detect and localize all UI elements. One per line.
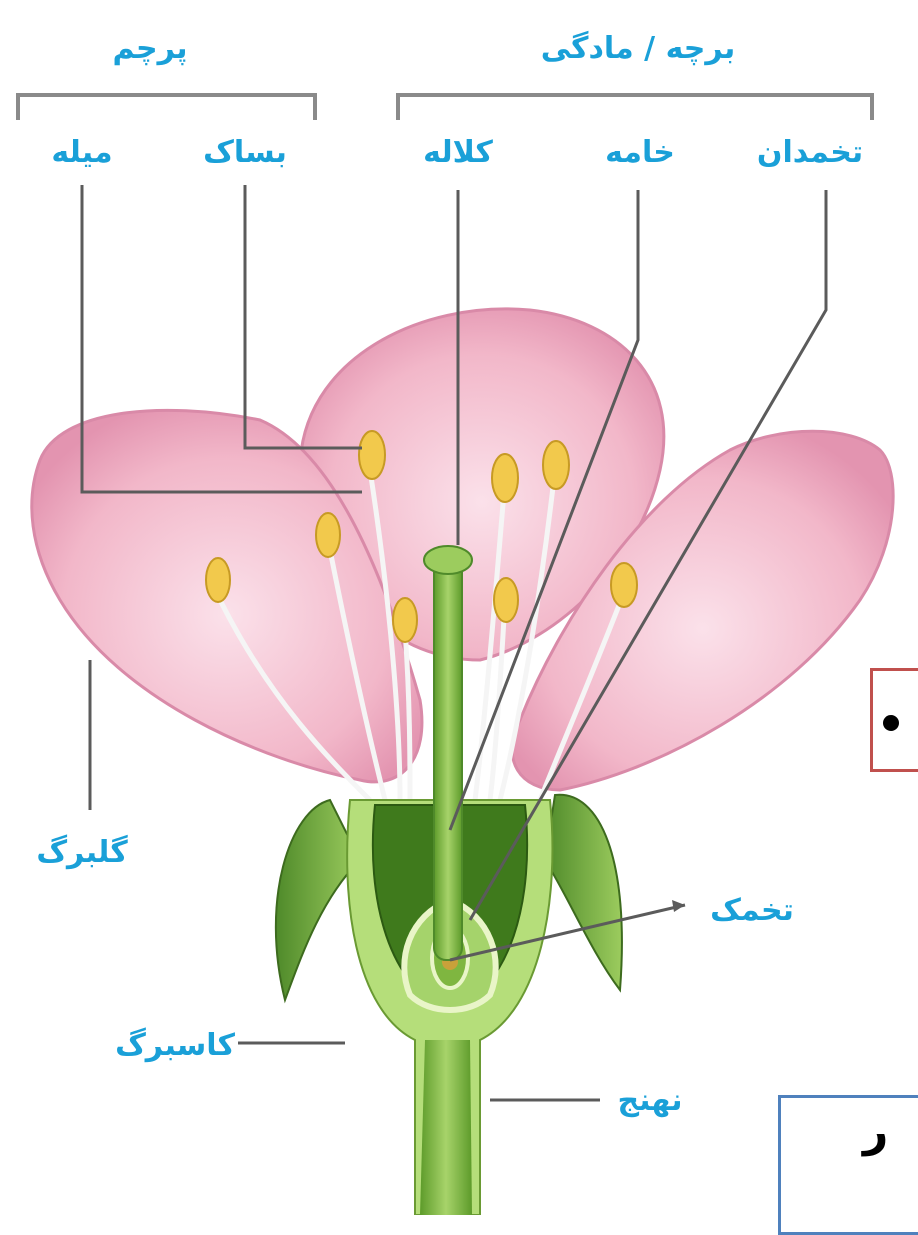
slide-blue-box: ر <box>778 1095 918 1235</box>
label-ovary: تخمدان <box>757 135 863 170</box>
anther <box>206 558 230 602</box>
sepal-right <box>545 795 622 990</box>
anther <box>393 598 417 642</box>
label-petal: گلبرگ <box>36 834 128 870</box>
label-ovule: تخمک <box>710 893 794 928</box>
label-carpel: برچه / مادگی <box>541 30 736 66</box>
anther <box>359 431 385 479</box>
label-stigma: کلاله <box>423 135 493 170</box>
slide-red-box <box>870 668 918 772</box>
blue-box-text: ر <box>863 1106 888 1157</box>
label-filament: میله <box>51 135 112 170</box>
anther <box>316 513 340 557</box>
brackets <box>18 95 872 120</box>
anther <box>492 454 518 502</box>
label-stamen: پرچم <box>112 31 187 66</box>
label-style: خامه <box>605 135 675 170</box>
bullet-dot <box>883 715 899 731</box>
anther <box>494 578 518 622</box>
stigma <box>424 546 472 574</box>
label-receptacle: نهنج <box>618 1083 683 1118</box>
anther <box>543 441 569 489</box>
anther <box>611 563 637 607</box>
label-anther: بساک <box>203 135 287 170</box>
label-sepal: کاسبرگ <box>115 1027 235 1063</box>
